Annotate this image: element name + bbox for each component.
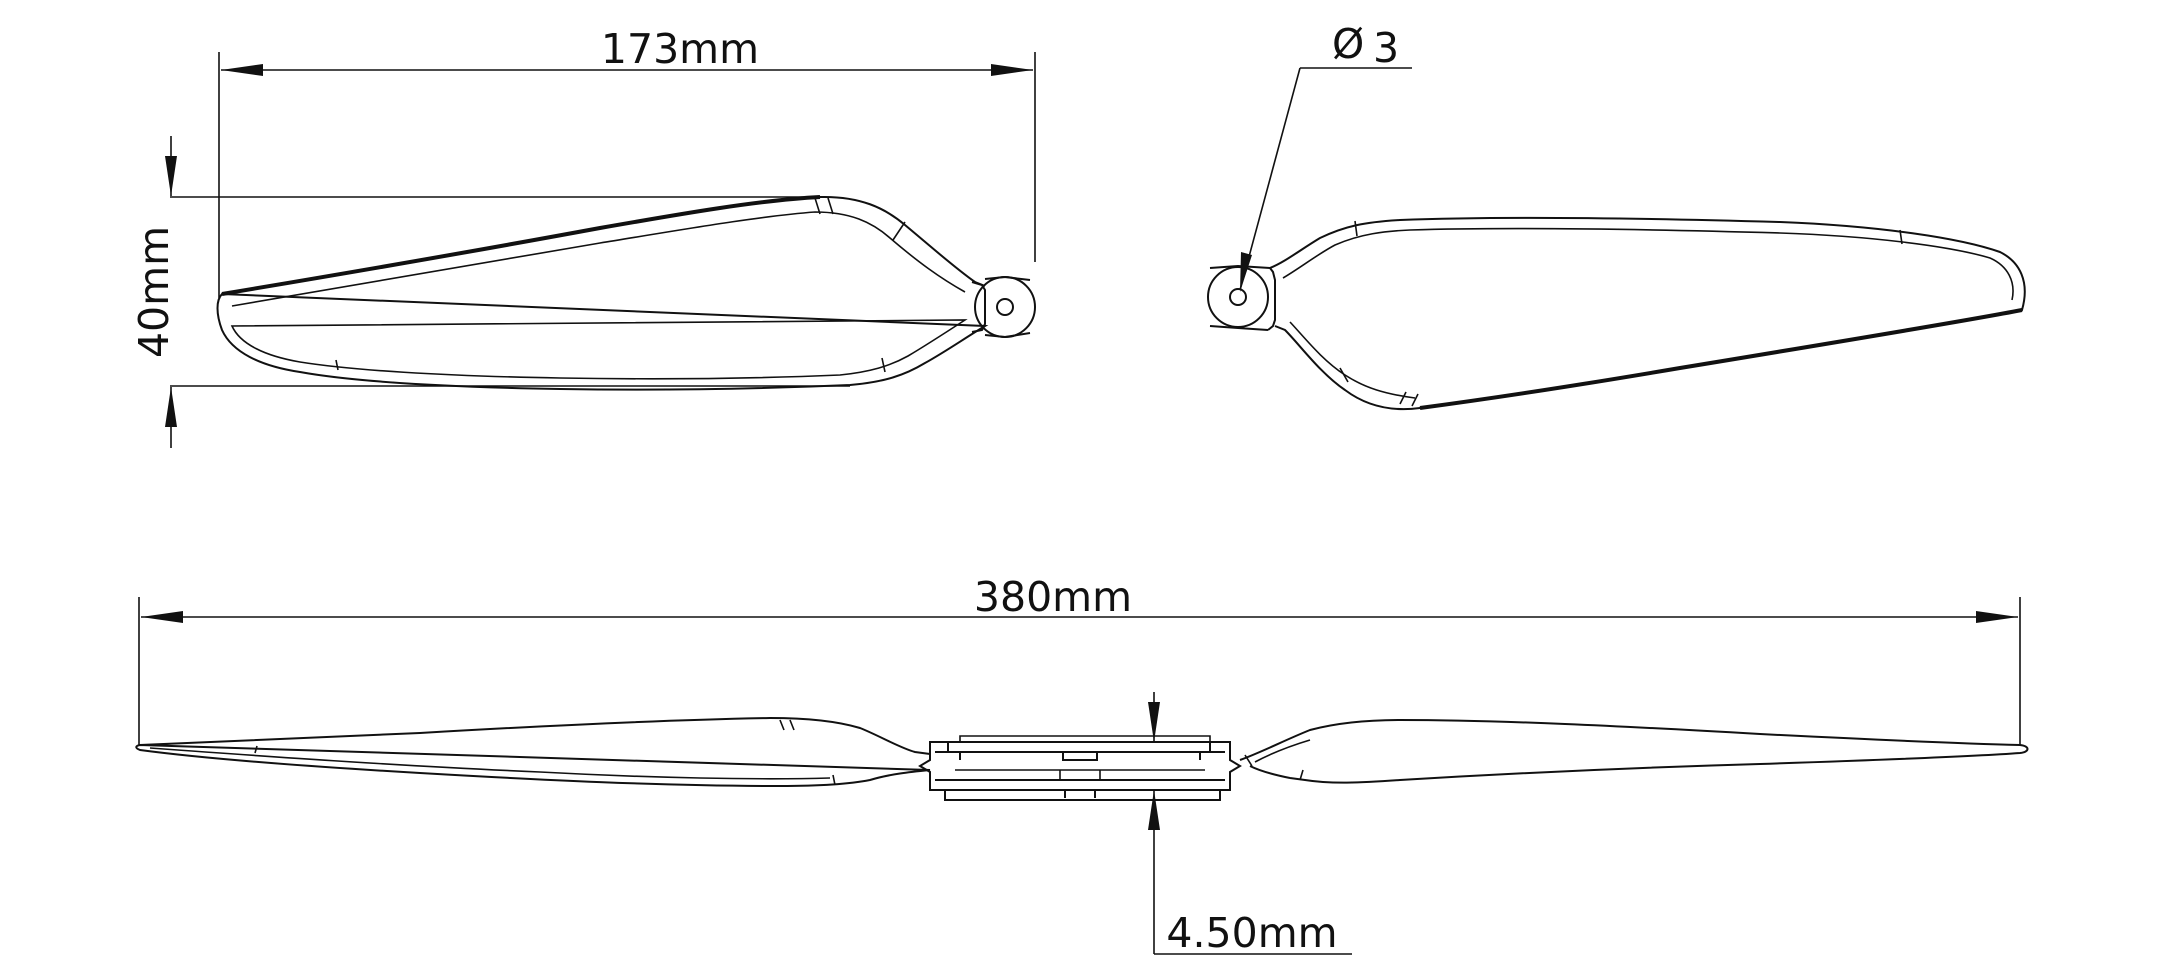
right-blade-section-marks [1339,220,1903,407]
left-hub-hole [996,298,1014,316]
hub-stack-detail [955,735,1211,780]
left-blade-section-marks [335,197,906,373]
left-blade-side-inner [149,719,836,786]
diameter-value: 3 [1373,24,1399,72]
right-blade-side-profile [1239,718,2029,784]
hole-diameter-callout: Ø 3 [1239,20,1412,292]
right-blade-view [1207,216,2026,411]
hub-stack [918,741,1242,801]
right-hub-outer [1207,266,1269,328]
blade-width-label: 40mm [130,226,178,358]
right-hub-flats [1209,264,1271,331]
left-hub-neck [971,281,986,333]
left-blade-side-profile [135,716,931,788]
dimension-4-50: 4.50mm [1148,692,1352,957]
right-blade-outline [1269,216,2026,411]
total-span-label: 380mm [974,573,1132,621]
left-hub-flats [984,275,1031,339]
right-hub-hole [1229,288,1247,306]
side-view [135,716,2029,801]
right-blade-trailing-edge [1419,308,2023,410]
dimension-380: 380mm [138,573,2021,745]
right-blade-side-inner [1244,739,1311,781]
left-blade-leading-edge [221,195,821,296]
dimension-40: 40mm [130,136,850,448]
left-blade-inner-contour [230,211,968,380]
dimension-173: 173mm [218,25,1036,298]
right-blade-inner-contour [1282,227,2014,399]
diameter-symbol: Ø [1332,20,1364,68]
thickness-label: 4.50mm [1166,909,1337,957]
blade-length-label: 173mm [601,25,759,73]
right-hub-neck [1267,267,1276,331]
left-blade-view [216,195,1036,391]
